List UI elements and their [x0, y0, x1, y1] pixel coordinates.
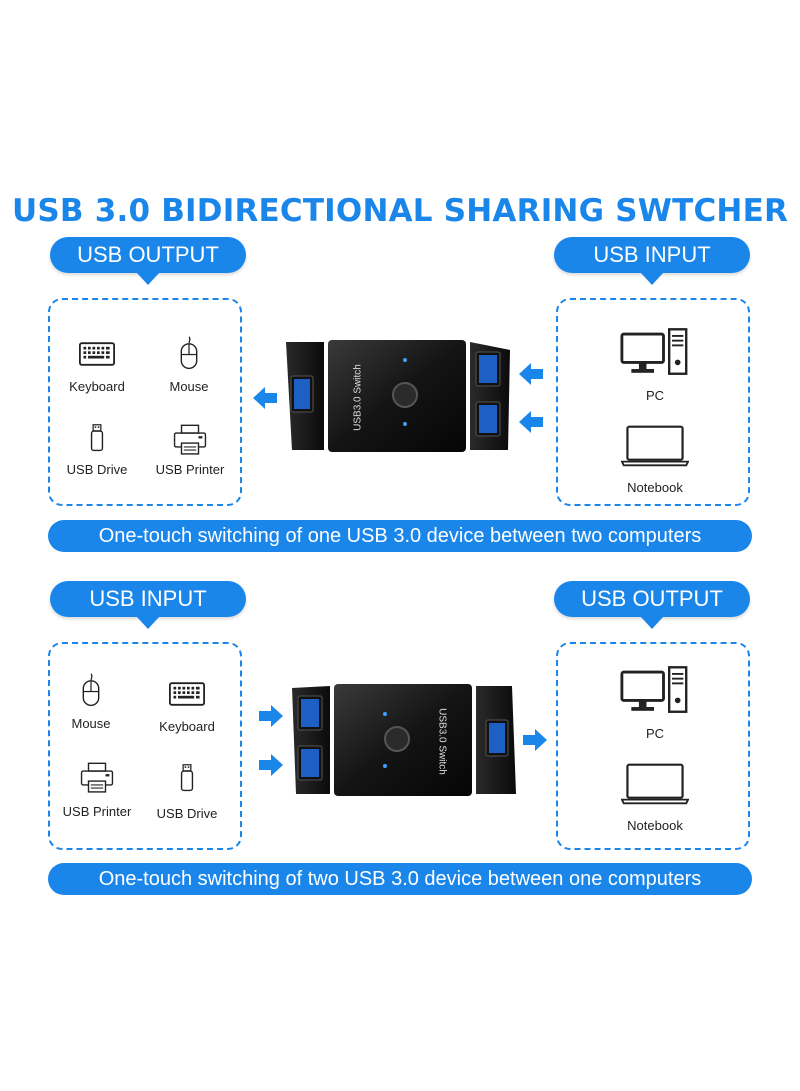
- usb-output-devices-panel: PC Notebook: [556, 642, 750, 850]
- list-item: USB Printer: [150, 424, 230, 477]
- mouse-icon: [81, 672, 101, 708]
- list-item: Notebook: [610, 762, 700, 833]
- led-indicator: [383, 764, 387, 768]
- arrow-left-icon: [518, 361, 544, 387]
- device-label: USB3.0 Switch: [352, 364, 364, 431]
- bottom-banner: One-touch switching of two USB 3.0 devic…: [48, 863, 752, 895]
- item-label: Keyboard: [69, 379, 125, 394]
- list-item: USB Printer: [56, 762, 138, 819]
- label-pointer: [136, 616, 160, 629]
- printer-icon: [173, 424, 207, 456]
- list-item: PC: [610, 328, 700, 403]
- pc-icon: [620, 328, 690, 376]
- usb-output-label-text: USB OUTPUT: [581, 586, 723, 611]
- usb-output-devices-panel: Keyboard Mouse USB Drive USB Printer: [48, 298, 242, 506]
- item-label: USB Printer: [155, 462, 225, 477]
- usb-input-devices-panel: Mouse Keyboard USB Printer USB Drive: [48, 642, 242, 850]
- list-item: USB Drive: [62, 424, 132, 477]
- arrow-right-icon: [258, 752, 284, 778]
- led-indicator: [403, 358, 407, 362]
- list-item: Mouse: [58, 672, 124, 731]
- led-indicator: [383, 712, 387, 716]
- usb-input-label: USB INPUT: [554, 237, 750, 285]
- usb-drive-icon: [179, 764, 195, 792]
- led-indicator: [403, 422, 407, 426]
- label-pointer: [640, 272, 664, 285]
- device-body: USB3.0 Switch: [328, 340, 466, 452]
- switch-button[interactable]: [384, 726, 410, 752]
- usb-input-label: USB INPUT: [50, 581, 246, 629]
- usb-output-label-text: USB OUTPUT: [77, 242, 219, 267]
- item-label: Notebook: [627, 480, 683, 495]
- usb-output-label: USB OUTPUT: [50, 237, 246, 285]
- item-label: USB Printer: [62, 804, 132, 819]
- arrow-left-icon: [518, 409, 544, 435]
- item-label: Keyboard: [159, 719, 215, 734]
- keyboard-icon: [79, 342, 115, 366]
- usb-input-label-text: USB INPUT: [89, 586, 207, 611]
- list-item: Mouse: [156, 335, 222, 394]
- device-body: USB3.0 Switch: [334, 684, 472, 796]
- top-banner: One-touch switching of one USB 3.0 devic…: [48, 520, 752, 552]
- arrow-right-icon: [258, 703, 284, 729]
- device-label: USB3.0 Switch: [436, 708, 448, 775]
- usb-drive-icon: [89, 424, 105, 452]
- item-label: Notebook: [627, 818, 683, 833]
- label-pointer: [640, 616, 664, 629]
- item-label: USB Drive: [66, 462, 128, 477]
- mouse-icon: [179, 335, 199, 371]
- item-label: PC: [645, 726, 665, 741]
- label-pointer: [136, 272, 160, 285]
- item-label: Mouse: [169, 379, 209, 394]
- item-label: PC: [645, 388, 665, 403]
- usb-input-label-text: USB INPUT: [593, 242, 711, 267]
- keyboard-icon: [169, 682, 205, 706]
- usb-output-label: USB OUTPUT: [554, 581, 750, 629]
- page-title: USB 3.0 BIDIRECTIONAL SHARING SWTCHER: [11, 193, 789, 229]
- notebook-icon: [621, 424, 689, 468]
- item-label: USB Drive: [156, 806, 218, 821]
- printer-icon: [80, 762, 114, 794]
- item-label: Mouse: [71, 716, 111, 731]
- list-item: Notebook: [610, 424, 700, 495]
- list-item: Keyboard: [64, 342, 130, 394]
- list-item: PC: [610, 666, 700, 741]
- list-item: USB Drive: [152, 764, 222, 821]
- list-item: Keyboard: [152, 682, 222, 734]
- arrow-left-icon: [252, 385, 278, 411]
- pc-icon: [620, 666, 690, 714]
- switch-button[interactable]: [392, 382, 418, 408]
- arrow-right-icon: [522, 727, 548, 753]
- notebook-icon: [621, 762, 689, 806]
- usb-input-devices-panel: PC Notebook: [556, 298, 750, 506]
